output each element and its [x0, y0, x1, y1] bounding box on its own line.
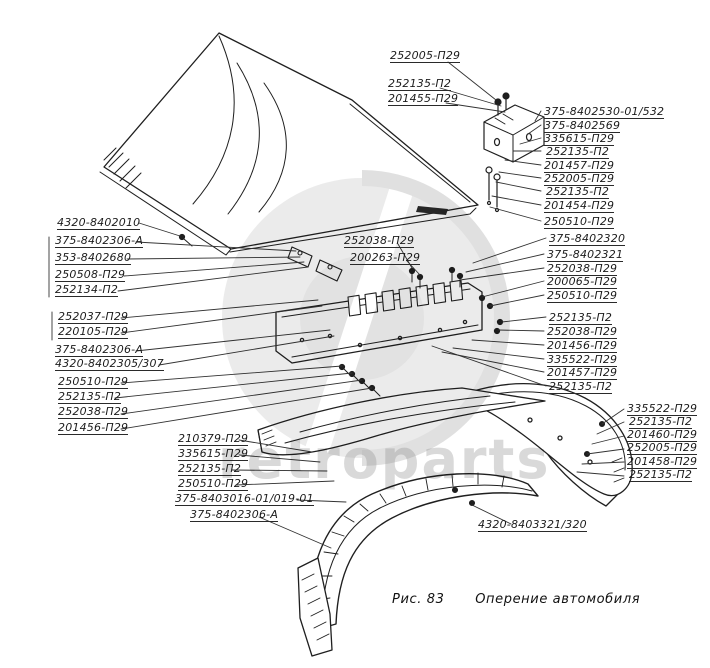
part-number-label: 201454-П29 — [544, 199, 615, 213]
part-number-label: 375-8402306-А — [190, 508, 279, 522]
part-number-label: 252135-П2 — [629, 468, 693, 482]
part-number-label: 335522-П29 — [627, 402, 698, 416]
part-number-label: 250510-П29 — [544, 215, 615, 229]
part-number-label: 220105-П29 — [58, 325, 129, 339]
part-number-label: 250510-П29 — [178, 477, 249, 491]
part-number-label: 375-8402530-01/532 — [544, 105, 665, 119]
part-number-label: 252038-П29 — [58, 405, 129, 419]
part-number-label: 201456-П29 — [58, 421, 129, 435]
part-number-label: 252134-П2 — [55, 283, 119, 297]
part-number-label: 375-8402306-А — [55, 234, 144, 248]
part-number-label: 201457-П29 — [544, 159, 615, 173]
figure-caption: Рис. 83 Оперение автомобиля — [392, 592, 640, 607]
part-number-label: 375-8402569 — [544, 119, 621, 133]
part-number-label: 252005-П29 — [390, 49, 461, 63]
part-number-label: 252037-П29 — [58, 310, 129, 324]
part-number-label: 201458-П29 — [627, 455, 698, 469]
part-number-label: 252135-П2 — [388, 77, 452, 91]
part-number-label: 335615-П29 — [178, 447, 249, 461]
part-number-label: 252038-П29 — [344, 234, 415, 248]
part-number-label: 4320-8403321/320 — [478, 518, 587, 532]
part-number-label: 201456-П29 — [547, 339, 618, 353]
part-number-label: 252038-П29 — [547, 262, 618, 276]
wheel-arch-part — [297, 472, 539, 657]
part-number-label: 201460-П29 — [627, 428, 698, 442]
part-number-label: 252135-П2 — [546, 185, 610, 199]
part-number-label: 252135-П2 — [549, 380, 613, 394]
part-number-label: 210379-П29 — [178, 432, 249, 446]
part-number-label: 201457-П29 — [547, 366, 618, 380]
part-number-label: 353-8402680 — [55, 251, 132, 265]
part-number-label: 252038-П29 — [547, 325, 618, 339]
part-number-label: 375-8402306-А — [55, 343, 144, 357]
part-number-label: 335615-П29 — [544, 132, 615, 146]
part-number-label: 4320-8402010 — [57, 216, 141, 230]
part-number-label: 252135-П2 — [58, 390, 122, 404]
part-number-label: 250510-П29 — [58, 375, 129, 389]
figure-title: Оперение автомобиля — [475, 592, 641, 607]
part-number-label: 375-8402321 — [547, 248, 624, 262]
part-number-label: 252135-П2 — [629, 415, 693, 429]
part-number-label: 250510-П29 — [547, 289, 618, 303]
figure-number: Рис. 83 — [392, 592, 445, 607]
right-fender-part — [469, 383, 633, 507]
part-number-label: 375-8402320 — [549, 232, 626, 246]
part-number-label: 252005-П29 — [627, 441, 698, 455]
part-number-label: 252135-П2 — [546, 145, 610, 159]
part-number-label: 4320-8402305/307 — [55, 357, 164, 371]
part-number-label: 335522-П29 — [547, 353, 618, 367]
part-number-label: 201455-П29 — [388, 92, 459, 106]
part-number-label: 200263-П29 — [350, 251, 421, 265]
part-number-label: 252135-П2 — [549, 311, 613, 325]
part-number-label: 375-8403016-01/019-01 — [175, 492, 314, 506]
part-number-label: 200065-П29 — [547, 275, 618, 289]
part-number-label: 250508-П29 — [55, 268, 126, 282]
part-number-label: 252135-П2 — [178, 462, 242, 476]
part-number-label: 252005-П29 — [544, 172, 615, 186]
